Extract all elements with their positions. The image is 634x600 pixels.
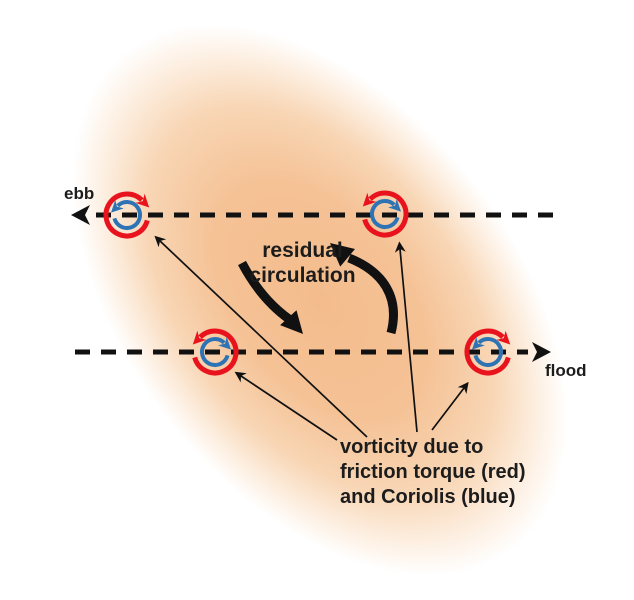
annotation-arrow-flood-left bbox=[234, 371, 338, 441]
vorticity-caption-line3: and Coriolis (blue) bbox=[340, 486, 516, 508]
flood-label: flood bbox=[545, 361, 587, 380]
annotation-arrow-flood-right bbox=[431, 381, 469, 431]
vorticity-caption: vorticity due to friction torque (red) a… bbox=[340, 435, 526, 510]
vorticity-caption-line1: vorticity due to bbox=[340, 436, 484, 458]
residual-label-line2: circulation bbox=[249, 264, 356, 287]
residual-label-line1: residual bbox=[262, 239, 343, 262]
ebb-arrowhead-icon bbox=[71, 205, 90, 225]
flood-arrowhead-icon bbox=[532, 342, 551, 362]
residual-arrow-up-left bbox=[330, 243, 398, 335]
annotation-arrow-ebb-left bbox=[154, 235, 368, 438]
vorticity-caption-line2: friction torque (red) bbox=[340, 461, 526, 483]
ebb-label: ebb bbox=[64, 184, 95, 203]
residual-circulation-label: residual circulation bbox=[235, 238, 370, 288]
annotation-arrow-ebb-right bbox=[394, 241, 418, 433]
residual-arrow-down-right bbox=[238, 260, 303, 334]
